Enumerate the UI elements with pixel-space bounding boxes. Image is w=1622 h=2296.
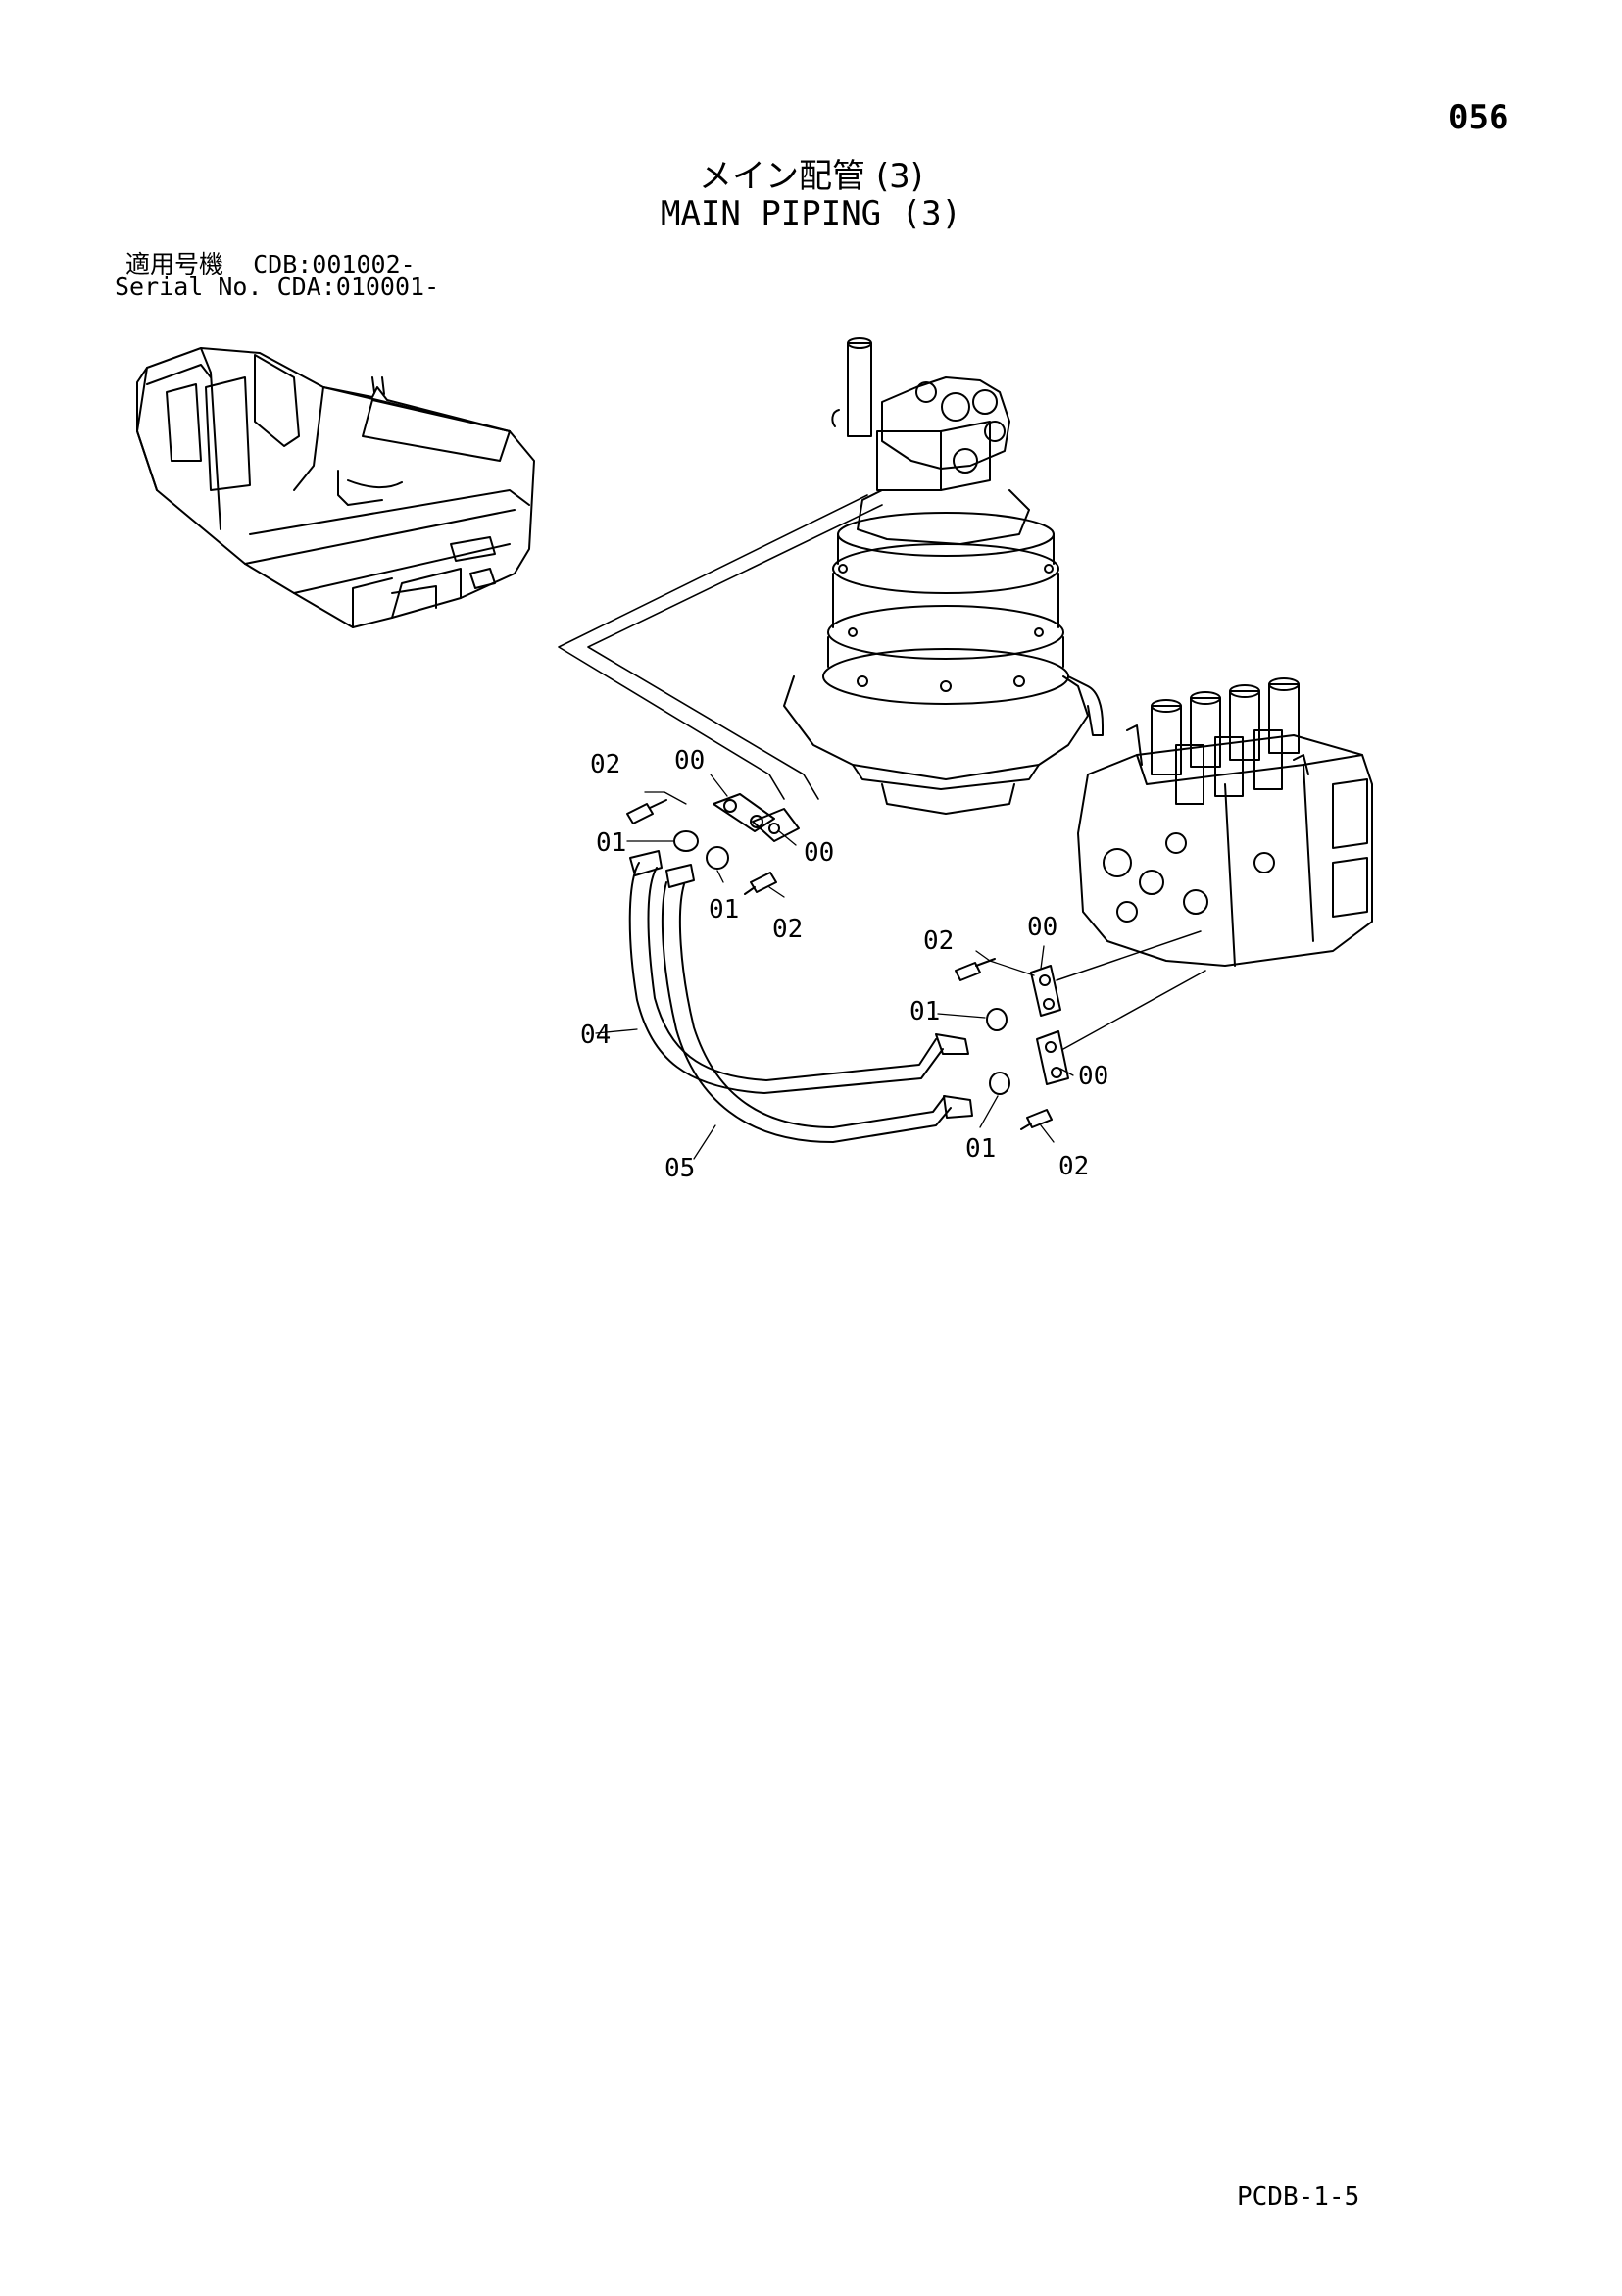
- callout-00-valve: 00: [1027, 913, 1057, 942]
- callout-00-top: 00: [674, 746, 705, 775]
- callout-00-right: 00: [804, 838, 834, 868]
- callout-labels: 02 00 01 00 01 02 02 00 01 04 00 05 01 0…: [580, 746, 1108, 1183]
- document-code: PCDB-1-5: [1237, 2182, 1360, 2212]
- title-japanese: メイン配管 (3): [699, 157, 923, 196]
- serial-line-japanese: 適用号機 CDB:001002-: [125, 250, 416, 278]
- callout-01-mid: 01: [709, 895, 739, 924]
- hose-05: [661, 864, 973, 1143]
- callout-02-top: 02: [590, 750, 620, 779]
- title-english: MAIN PIPING (3): [660, 194, 962, 233]
- serial-line-english: Serial No. CDA:010001-: [115, 273, 440, 301]
- callout-01-left: 01: [596, 828, 626, 858]
- flange-upper: [713, 793, 800, 842]
- leader-lines: [595, 774, 1074, 1160]
- callout-01-lower: 01: [965, 1134, 996, 1164]
- bolt-valve: [955, 958, 996, 981]
- bolt-lower: [1020, 1109, 1053, 1130]
- hose-04: [628, 850, 969, 1094]
- control-valve-illustration: [1077, 677, 1373, 967]
- callout-05: 05: [664, 1154, 695, 1183]
- o-ring-upper-mid: [706, 846, 729, 870]
- page-number: 056: [1449, 98, 1509, 137]
- swing-motor-illustration: [783, 337, 1104, 815]
- bolt-upper-left: [626, 799, 667, 824]
- o-ring-valve: [986, 1008, 1008, 1031]
- valve-pipe-links: [1056, 930, 1206, 1050]
- o-ring-upper-left: [673, 830, 699, 852]
- callout-02-mid: 02: [772, 915, 803, 944]
- callout-00-lower: 00: [1078, 1062, 1108, 1091]
- flange-valve-upper: [1030, 965, 1061, 1017]
- o-ring-lower: [989, 1072, 1010, 1095]
- callout-04: 04: [580, 1021, 611, 1050]
- bolt-upper-mid: [744, 872, 777, 895]
- excavator-overview-illustration: [136, 347, 535, 628]
- callout-01-valve: 01: [909, 997, 940, 1026]
- routing-pipe: [558, 494, 883, 800]
- callout-02-valve: 02: [923, 926, 954, 956]
- callout-02-lower: 02: [1058, 1152, 1089, 1181]
- flange-valve-lower: [1036, 1030, 1069, 1085]
